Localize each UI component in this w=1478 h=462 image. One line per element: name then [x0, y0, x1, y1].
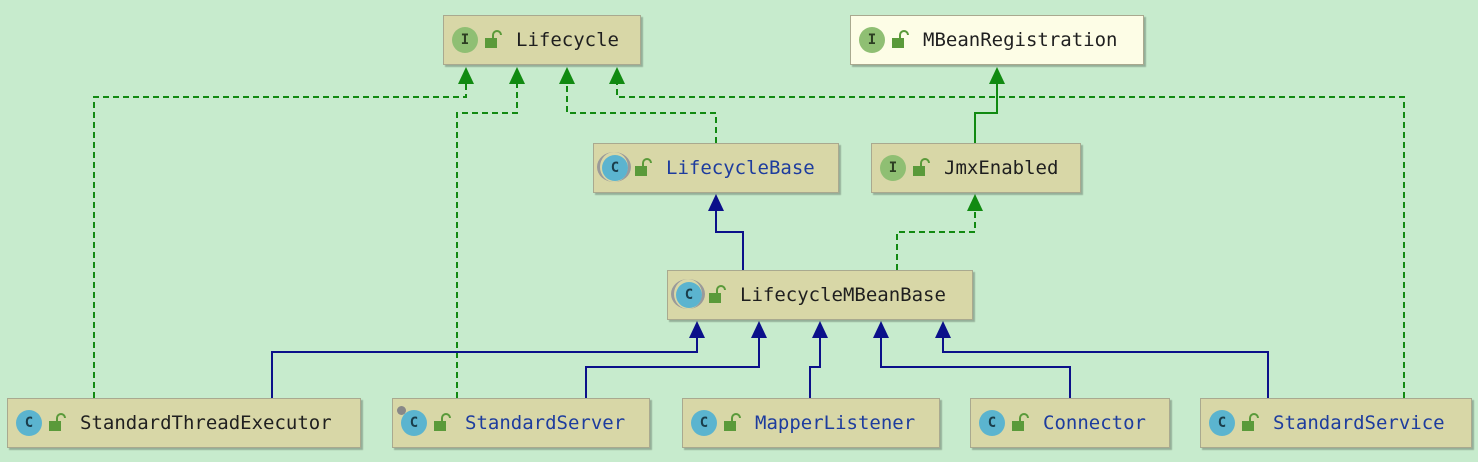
node-mapper-listener[interactable]: C MapperListener: [682, 398, 940, 448]
class-icon: C: [691, 410, 717, 436]
arrowhead-jmx: [967, 194, 983, 211]
abstract-class-icon: C: [671, 279, 705, 309]
node-label: LifecycleBase: [666, 157, 815, 179]
arrowhead-mbeanreg: [989, 67, 1005, 84]
arrowhead-lcmbean-4: [873, 321, 889, 338]
node-standard-server[interactable]: C StandardServer: [392, 398, 650, 448]
node-lifecycle[interactable]: I Lifecycle: [443, 15, 641, 65]
edge-lcmbean-extends-lcbase: [715, 210, 744, 270]
class-icon: C: [16, 410, 42, 436]
edge-stserver-implements-lifecycle: [456, 82, 518, 398]
arrowhead-lcmbean-5: [935, 321, 951, 338]
arrowhead-lcmbean-2: [751, 321, 767, 338]
edge-stservice-extends-lcmbean: [942, 337, 1269, 398]
unlocked-icon: [434, 413, 451, 431]
node-label: StandardThreadExecutor: [80, 412, 332, 434]
unlocked-icon: [49, 413, 66, 431]
node-jmx-enabled[interactable]: I JmxEnabled: [871, 143, 1081, 193]
unlocked-icon: [892, 30, 909, 48]
edge-stexec-implements-lifecycle: [93, 82, 467, 398]
unlocked-icon: [485, 30, 502, 48]
unlocked-icon: [913, 158, 930, 176]
node-label: MapperListener: [755, 412, 916, 434]
node-label: MBeanRegistration: [923, 29, 1118, 51]
node-label: StandardService: [1273, 412, 1445, 434]
unlocked-icon: [1242, 413, 1259, 431]
node-lifecycle-base[interactable]: C LifecycleBase: [593, 143, 839, 193]
arrowhead-lcmbean-3: [812, 321, 828, 338]
interface-icon: I: [859, 27, 885, 53]
unlocked-icon: [709, 285, 726, 303]
arrowhead-lcmbean-1: [689, 321, 705, 338]
interface-icon: I: [880, 155, 906, 181]
edge-lcbase-implements-lifecycle: [566, 82, 717, 143]
arrowhead-lifecycle-3: [559, 67, 575, 84]
node-label: StandardServer: [465, 412, 626, 434]
arrowhead-lifecycle-4: [609, 67, 625, 84]
class-icon: C: [397, 406, 427, 436]
node-standard-thread-executor[interactable]: C StandardThreadExecutor: [7, 398, 361, 448]
node-label: Connector: [1043, 412, 1146, 434]
edge-stserver-extends-lcmbean: [585, 337, 760, 398]
edge-connector-extends-lcmbean: [880, 337, 1071, 398]
class-icon: C: [1209, 410, 1235, 436]
class-icon: C: [979, 410, 1005, 436]
abstract-class-icon: C: [597, 152, 631, 182]
unlocked-icon: [1012, 413, 1029, 431]
node-label: LifecycleMBeanBase: [740, 284, 946, 306]
unlocked-icon: [724, 413, 741, 431]
edge-stservice-implements-lifecycle: [616, 82, 1405, 398]
node-label: Lifecycle: [516, 29, 619, 51]
node-standard-service[interactable]: C StandardService: [1200, 398, 1472, 448]
interface-icon: I: [452, 27, 478, 53]
edge-jmx-extends-mbeanreg: [974, 82, 998, 143]
edge-stexec-extends-lcmbean: [271, 337, 698, 398]
node-mbean-registration[interactable]: I MBeanRegistration: [850, 15, 1144, 65]
node-connector[interactable]: C Connector: [970, 398, 1170, 448]
node-lifecycle-mbean-base[interactable]: C LifecycleMBeanBase: [667, 270, 973, 320]
node-label: JmxEnabled: [944, 157, 1059, 179]
edge-mapper-extends-lcmbean: [809, 337, 821, 398]
arrowhead-lifecycle-2: [509, 67, 525, 84]
arrowhead-lifecycle-1: [458, 67, 474, 84]
arrowhead-lcbase: [708, 194, 724, 211]
edge-lcmbean-implements-jmx: [896, 210, 976, 270]
unlocked-icon: [635, 158, 652, 176]
